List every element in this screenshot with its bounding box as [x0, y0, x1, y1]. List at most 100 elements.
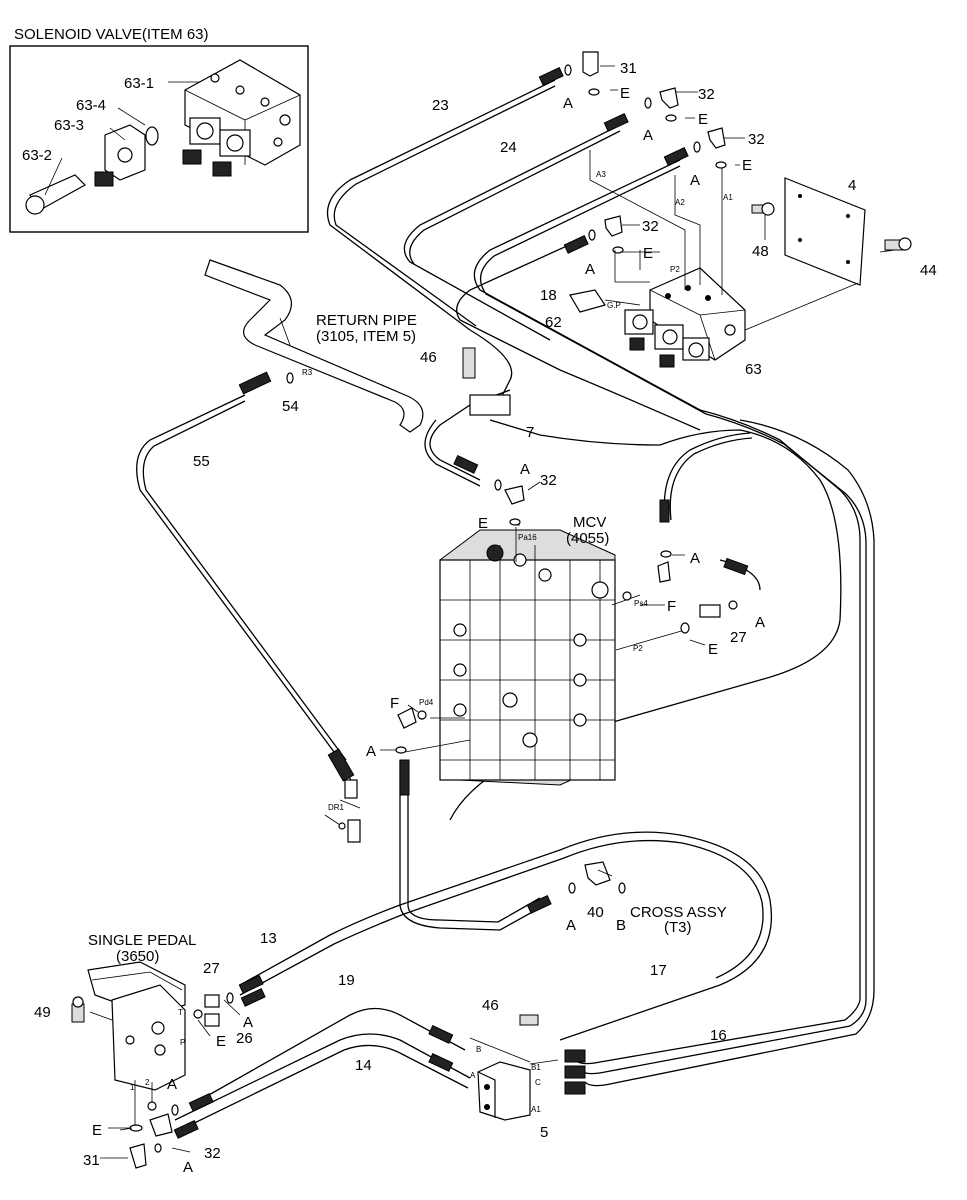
callout-labels: 31 32 32 32 23 24 4 48 44 18 62 63 46 7 … — [34, 60, 937, 1169]
inset-label-63-1: 63-1 — [124, 75, 154, 92]
inset-label-63-2: 63-2 — [22, 147, 52, 164]
letter-f: F — [667, 598, 676, 615]
port-label: P2 — [670, 265, 680, 274]
port-label: 2 — [145, 1078, 150, 1087]
letter-a: A — [643, 127, 653, 144]
label-16: 16 — [710, 1027, 727, 1044]
port-label: R3 — [302, 368, 313, 377]
label-44: 44 — [920, 262, 937, 279]
letter-a: A — [563, 95, 573, 112]
label-27-left: 27 — [203, 960, 220, 977]
label-54: 54 — [282, 398, 299, 415]
label-55: 55 — [193, 453, 210, 470]
mcv-valve-body: MCV (4055) Pa16 Ps4 P2 Pd4 — [404, 514, 686, 786]
port-label: B — [476, 1045, 481, 1054]
inset-frame — [9, 45, 309, 233]
fittings — [89, 51, 749, 1169]
letter-b: B — [616, 917, 626, 934]
connection-letters: A E A E A E A E A E A F A E F A A B A E … — [92, 85, 765, 1176]
port-label: A2 — [675, 198, 685, 207]
label-48: 48 — [752, 243, 769, 260]
port-label: 1 — [130, 1083, 135, 1092]
label-17: 17 — [650, 962, 667, 979]
solenoid-valve-inset: SOLENOID VALVE(ITEM 63) 63-1 63-4 63-3 6… — [9, 26, 309, 233]
oring-63-4 — [145, 126, 159, 146]
port-label: Pd4 — [419, 698, 434, 707]
label-14: 14 — [355, 1057, 372, 1074]
port-label: P — [180, 1038, 185, 1047]
label-26: 26 — [236, 1030, 253, 1047]
label-5: 5 — [540, 1124, 548, 1141]
label-31-bot: 31 — [83, 1152, 100, 1169]
label-23: 23 — [432, 97, 449, 114]
label-40: 40 — [587, 904, 604, 921]
letter-a: A — [690, 172, 700, 189]
letter-a: A — [520, 461, 530, 478]
return-pipe-title: RETURN PIPE — [316, 312, 417, 329]
letter-a: A — [167, 1076, 177, 1093]
letter-e: E — [698, 111, 708, 128]
return-pipe: RETURN PIPE (3105, ITEM 5) R3 — [204, 259, 424, 433]
single-pedal-subtitle: (3650) — [116, 948, 159, 965]
label-32-c: 32 — [642, 218, 659, 235]
label-31-top: 31 — [620, 60, 637, 77]
letter-a: A — [366, 743, 376, 760]
port-label: B1 — [531, 1063, 541, 1072]
label-7: 7 — [526, 424, 534, 441]
letter-e: E — [216, 1033, 226, 1050]
letter-f: F — [390, 695, 399, 712]
label-46-top: 46 — [420, 349, 437, 366]
port-label: T — [178, 1008, 183, 1017]
hose-lines — [136, 79, 875, 1131]
label-46-bot: 46 — [482, 997, 499, 1014]
label-32-e: 32 — [540, 472, 557, 489]
port-label: DR1 — [328, 803, 345, 812]
cross-assy-subtitle: (T3) — [664, 919, 692, 936]
letter-e: E — [742, 157, 752, 174]
dr1-fittings: DR1 — [324, 779, 361, 843]
port-label: A3 — [596, 170, 606, 179]
label-32-bot: 32 — [204, 1145, 221, 1162]
label-62: 62 — [545, 314, 562, 331]
inset-label-63-4: 63-4 — [76, 97, 106, 114]
mounting-plate-4 — [784, 177, 866, 286]
label-32-a: 32 — [698, 86, 715, 103]
label-4: 4 — [848, 177, 856, 194]
single-pedal: SINGLE PEDAL (3650) 1 2 T P — [71, 932, 196, 1125]
port-label: C — [535, 1078, 541, 1087]
port-label: Ps4 — [634, 599, 648, 608]
letter-a: A — [585, 261, 595, 278]
port-label: P2 — [633, 644, 643, 653]
label-13: 13 — [260, 930, 277, 947]
single-pedal-title: SINGLE PEDAL — [88, 932, 196, 949]
letter-a: A — [243, 1014, 253, 1031]
letter-a: A — [690, 550, 700, 567]
mcv-subtitle: (4055) — [566, 530, 609, 547]
port-label: A1 — [723, 193, 733, 202]
label-24: 24 — [500, 139, 517, 156]
block-5: B A B1 C A1 — [469, 1037, 559, 1121]
label-18: 18 — [540, 287, 557, 304]
label-32-b: 32 — [748, 131, 765, 148]
port-label: A1 — [531, 1105, 541, 1114]
letter-e: E — [92, 1122, 102, 1139]
port-label: A — [470, 1071, 476, 1080]
solenoid-valve-63: G.P P2 A3 A2 A1 — [569, 150, 912, 368]
letter-a: A — [183, 1159, 193, 1176]
letter-e: E — [643, 245, 653, 262]
letter-e: E — [708, 641, 718, 658]
inset-label-63-3: 63-3 — [54, 117, 84, 134]
label-49: 49 — [34, 1004, 51, 1021]
mcv-title: MCV — [573, 514, 606, 531]
label-63: 63 — [745, 361, 762, 378]
return-pipe-subtitle: (3105, ITEM 5) — [316, 328, 416, 345]
label-27-right: 27 — [730, 629, 747, 646]
letter-a: A — [755, 614, 765, 631]
inset-title: SOLENOID VALVE(ITEM 63) — [14, 26, 209, 43]
cross-assy-title: CROSS ASSY — [630, 904, 727, 921]
label-19: 19 — [338, 972, 355, 989]
letter-e: E — [620, 85, 630, 102]
port-label: G.P — [607, 301, 621, 310]
letter-e: E — [478, 515, 488, 532]
